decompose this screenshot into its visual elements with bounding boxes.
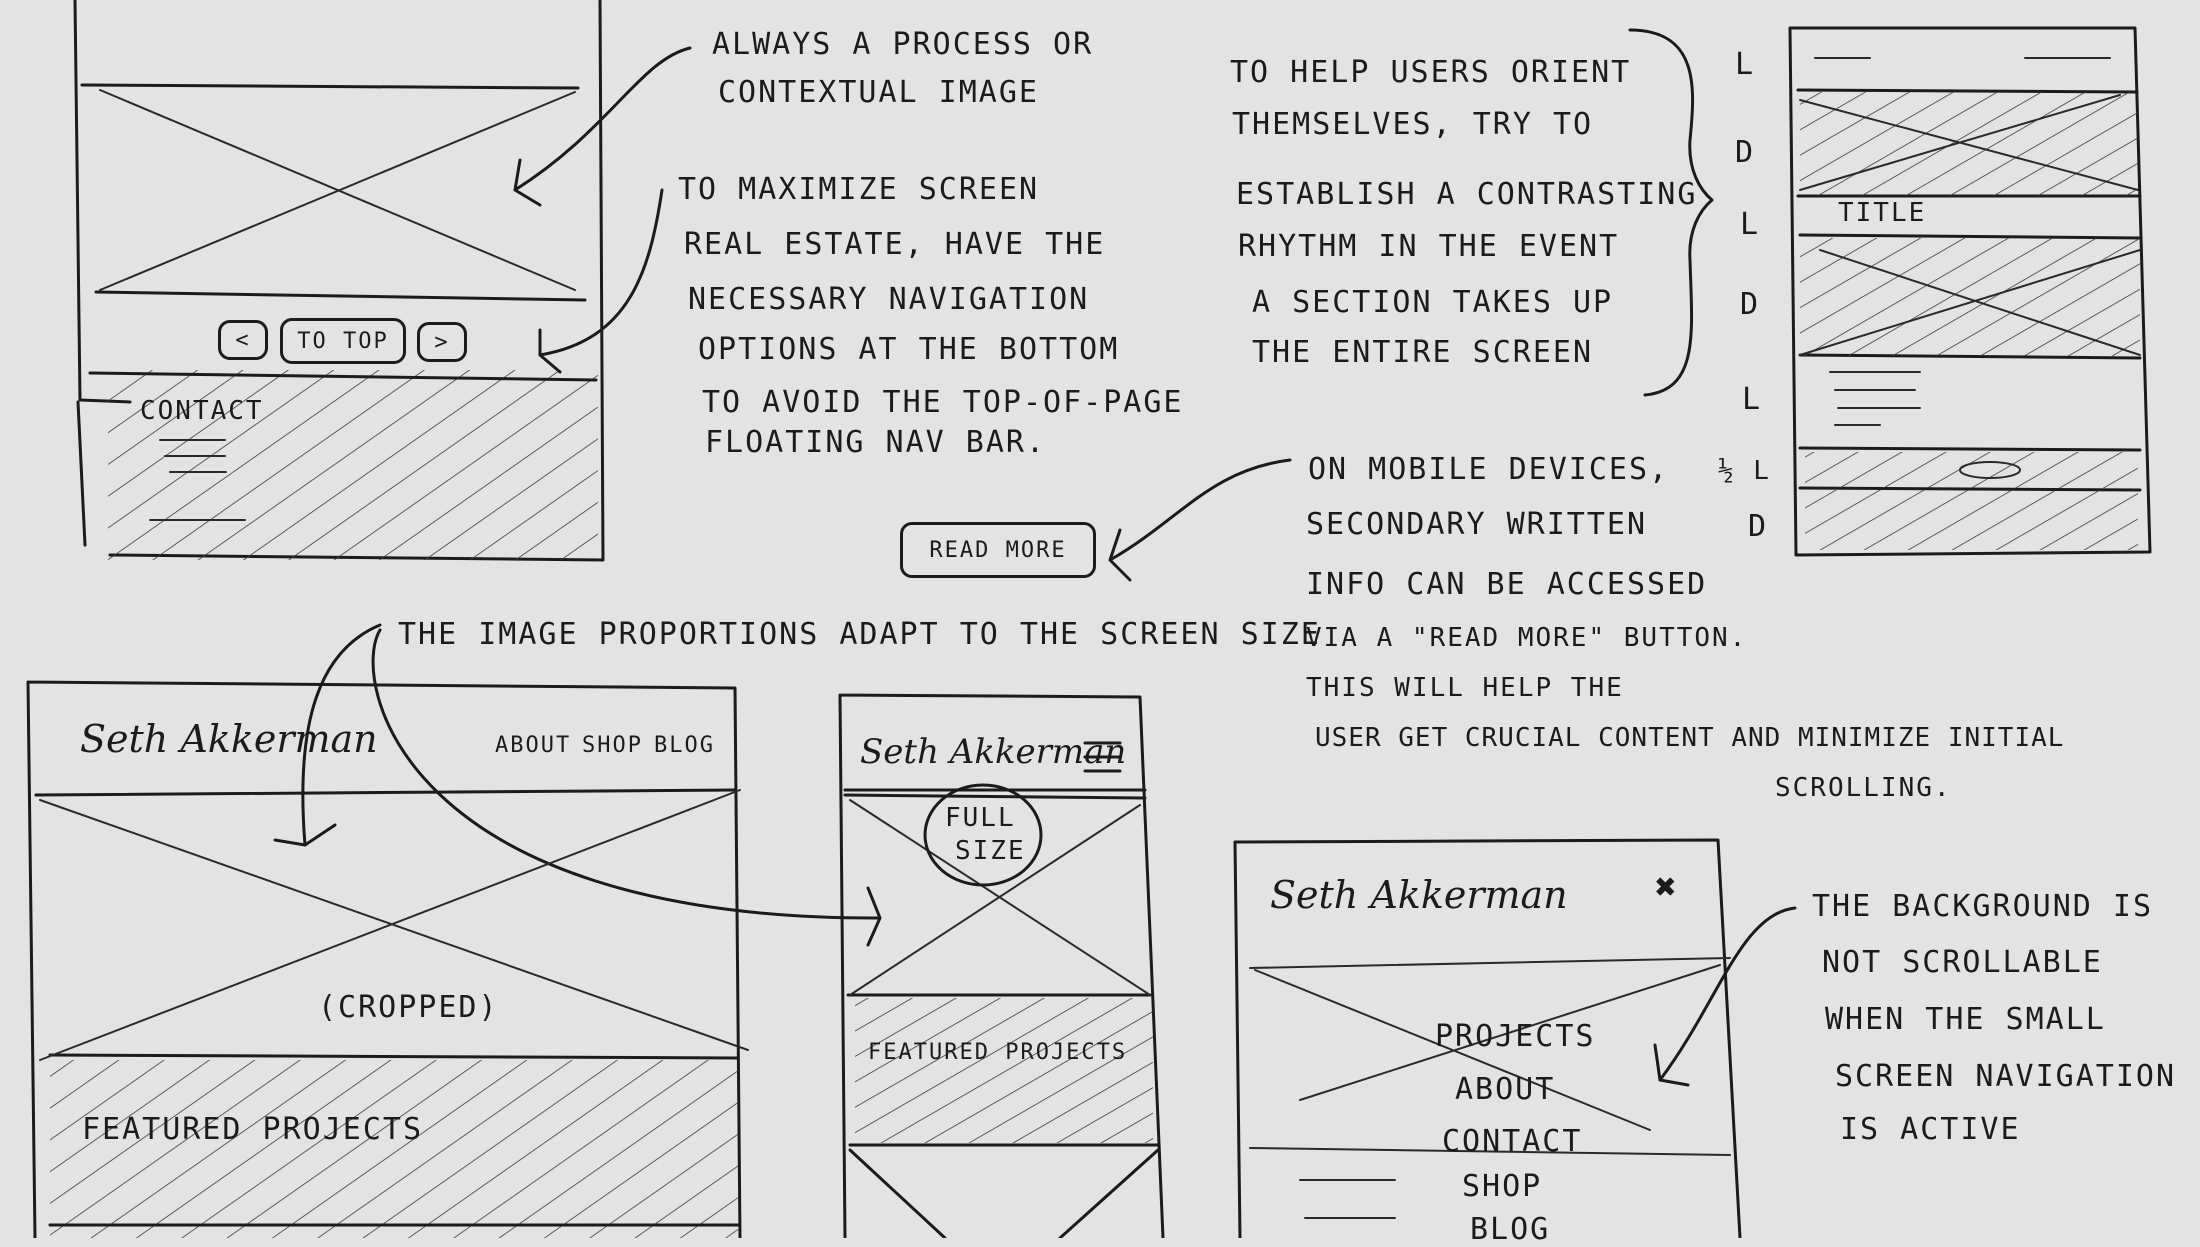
- note-readmore-line-4: VIA A "READ MORE" BUTTON.: [1306, 623, 1748, 653]
- note-background-line-1: THE BACKGROUND IS: [1812, 889, 2154, 924]
- note-rhythm-line-1: TO HELP USERS ORIENT: [1230, 55, 1632, 90]
- note-nav-line-1: TO MAXIMIZE SCREEN: [678, 172, 1040, 207]
- rhythm-step: D: [1735, 135, 1756, 170]
- desktop-brand: Seth Akkerman: [80, 717, 378, 761]
- rhythm-step: ½ L: [1718, 456, 1771, 486]
- note-readmore-line-3: INFO CAN BE ACCESSED: [1306, 567, 1708, 602]
- desktop-nav-shop[interactable]: SHOP: [582, 733, 643, 758]
- note-rhythm-line-5: A SECTION TAKES UP: [1252, 285, 1614, 320]
- menu-item-shop[interactable]: SHOP: [1462, 1169, 1543, 1204]
- mobile-nav-wireframe: [73, 0, 605, 562]
- note-rhythm-line-2: THEMSELVES, TRY TO: [1232, 107, 1594, 142]
- note-nav-line-6: FLOATING NAV BAR.: [705, 425, 1047, 460]
- arrow-image-proportions: [273, 623, 382, 847]
- note-background-line-2: NOT SCROLLABLE: [1822, 945, 2103, 980]
- note-background-line-4: SCREEN NAVIGATION: [1835, 1059, 2177, 1094]
- mobile-brand: Seth Akkerman: [860, 732, 1127, 772]
- desktop-cropped-label: (CROPPED): [318, 990, 499, 1025]
- read-more-button[interactable]: READ MORE: [900, 522, 1096, 578]
- arrow-process-image: [513, 46, 692, 207]
- rhythm-brace: [1628, 28, 1714, 397]
- note-readmore-line-6: USER GET CRUCIAL CONTENT AND MINIMIZE IN…: [1315, 723, 2065, 753]
- desktop-wireframe: [26, 680, 749, 1238]
- menu-item-projects[interactable]: PROJECTS: [1435, 1019, 1596, 1054]
- rhythm-step: L: [1742, 382, 1763, 417]
- menu-item-contact[interactable]: CONTACT: [1442, 1124, 1583, 1159]
- note-rhythm-line-4: RHYTHM IN THE EVENT: [1238, 229, 1620, 264]
- menu-brand: Seth Akkerman: [1270, 873, 1568, 917]
- mobile-featured-label: FEATURED PROJECTS: [868, 1040, 1128, 1065]
- note-readmore-line-1: ON MOBILE DEVICES,: [1308, 452, 1670, 487]
- mobile-size-label: SIZE: [955, 836, 1026, 866]
- arrow-read-more: [1108, 458, 1292, 582]
- desktop-nav-blog[interactable]: BLOG: [654, 733, 715, 758]
- rhythm-step: D: [1740, 287, 1761, 322]
- next-button[interactable]: >: [417, 322, 467, 362]
- note-nav-line-5: TO AVOID THE TOP-OF-PAGE: [702, 385, 1184, 420]
- note-rhythm-line-6: THE ENTIRE SCREEN: [1252, 335, 1594, 370]
- note-process-line-2: CONTEXTUAL IMAGE: [718, 75, 1039, 110]
- note-image-proportions: THE IMAGE PROPORTIONS ADAPT TO THE SCREE…: [398, 617, 1321, 652]
- note-nav-line-2: REAL ESTATE, HAVE THE: [684, 227, 1106, 262]
- rhythm-wireframe: [1788, 26, 2152, 557]
- note-readmore-line-5: THIS WILL HELP THE: [1306, 673, 1624, 703]
- note-nav-line-3: NECESSARY NAVIGATION: [688, 282, 1090, 317]
- prev-button[interactable]: <: [218, 320, 268, 360]
- desktop-nav-about[interactable]: ABOUT: [495, 733, 572, 758]
- arrow-image-proportions-mobile: [371, 628, 882, 947]
- note-background-line-5: IS ACTIVE: [1840, 1112, 2021, 1147]
- note-readmore-line-7: SCROLLING.: [1775, 773, 1952, 803]
- menu-item-blog[interactable]: BLOG: [1470, 1212, 1551, 1247]
- note-process-line-1: ALWAYS A PROCESS OR: [712, 27, 1094, 62]
- note-rhythm-line-3: ESTABLISH A CONTRASTING: [1236, 177, 1698, 212]
- desktop-featured-label: FEATURED PROJECTS: [82, 1112, 424, 1147]
- arrow-background: [1653, 906, 1797, 1087]
- close-icon[interactable]: ✖: [1655, 867, 1679, 908]
- menu-wireframe: [1233, 838, 1742, 1238]
- note-readmore-line-2: SECONDARY WRITTEN: [1306, 507, 1648, 542]
- rhythm-step: D: [1748, 509, 1769, 544]
- to-top-button[interactable]: TO TOP: [280, 318, 406, 364]
- note-nav-line-4: OPTIONS AT THE BOTTOM: [698, 332, 1120, 367]
- arrow-navigation: [538, 188, 664, 374]
- note-background-line-3: WHEN THE SMALL: [1825, 1002, 2106, 1037]
- contact-label: CONTACT: [140, 396, 264, 426]
- rhythm-title: TITLE: [1838, 198, 1927, 228]
- rhythm-step: L: [1735, 47, 1756, 82]
- rhythm-step: L: [1740, 207, 1761, 242]
- mobile-wireframe: [838, 693, 1165, 1238]
- menu-item-about[interactable]: ABOUT: [1455, 1072, 1556, 1107]
- mobile-full-label: FULL: [945, 803, 1016, 833]
